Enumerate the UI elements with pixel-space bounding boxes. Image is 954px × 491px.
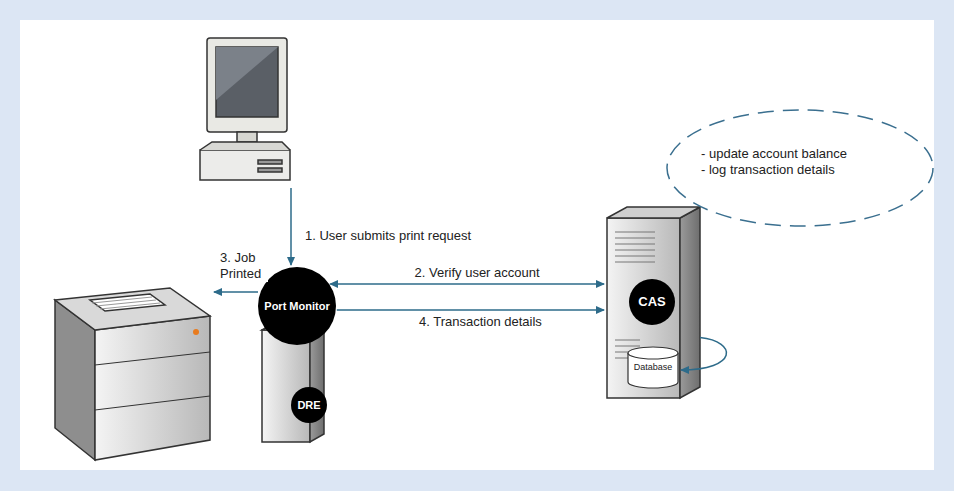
connector-arrow bbox=[337, 309, 604, 311]
note-text: - log transaction details bbox=[701, 162, 847, 178]
node-text: CAS bbox=[635, 296, 668, 308]
text-group: - update account balance- log transactio… bbox=[701, 146, 847, 178]
note-text: - update account balance bbox=[701, 146, 847, 162]
print-arrow bbox=[214, 291, 258, 293]
ellipse-outline bbox=[667, 110, 933, 226]
database-cylinder: Database bbox=[626, 346, 680, 390]
step-label: 3. Job Printed bbox=[218, 250, 268, 282]
edge-label: 4. Transaction details bbox=[417, 314, 544, 330]
request-arrow bbox=[290, 188, 292, 265]
text-group: Database bbox=[626, 362, 680, 372]
step-label: 1. User submits print request bbox=[303, 228, 473, 244]
connector-arrow bbox=[681, 338, 726, 370]
printer-icon bbox=[55, 288, 210, 460]
dre-circle: DRE bbox=[291, 387, 327, 423]
connector-arrow bbox=[330, 283, 604, 285]
computer-icon bbox=[200, 38, 290, 180]
process-ellipse: - update account balance- log transactio… bbox=[665, 108, 935, 228]
cas-circle: CAS bbox=[629, 279, 675, 325]
port-monitor-circle: Port Monitor bbox=[258, 267, 336, 345]
node-text: Port Monitor bbox=[261, 300, 332, 312]
node-text: DRE bbox=[294, 399, 323, 411]
cylinder-top bbox=[628, 347, 678, 359]
edge-label: 2. Verify user account bbox=[413, 265, 542, 281]
node-text: Database bbox=[626, 362, 680, 372]
